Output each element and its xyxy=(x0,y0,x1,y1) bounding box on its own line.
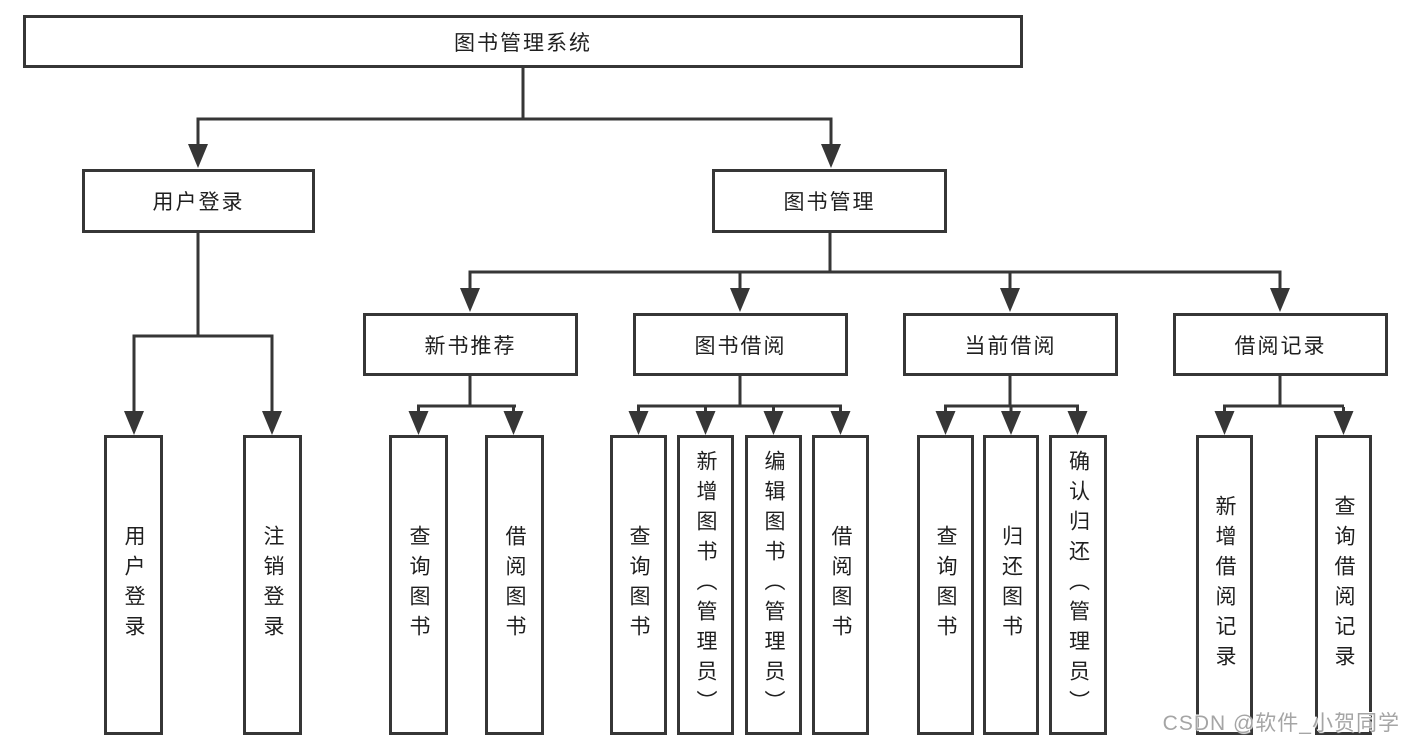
leaf-borrow-add-books: 新增图书（管理员） xyxy=(677,435,734,735)
leaf-borrow-query-books: 查询图书 xyxy=(610,435,667,735)
leaf-records-query-record: 查询借阅记录 xyxy=(1315,435,1372,735)
leaf-records-add-record: 新增借阅记录 xyxy=(1196,435,1253,735)
leaf-current-query-books: 查询图书 xyxy=(917,435,974,735)
connector-arrowheads xyxy=(124,144,1354,435)
node-current-borrow: 当前借阅 xyxy=(903,313,1118,376)
node-borrow-records: 借阅记录 xyxy=(1173,313,1388,376)
leaf-borrow-borrow-books: 借阅图书 xyxy=(812,435,869,735)
leaf-recommend-borrow-books: 借阅图书 xyxy=(485,435,544,735)
node-root: 图书管理系统 xyxy=(23,15,1023,68)
leaf-user-login: 用户登录 xyxy=(104,435,163,735)
node-book-borrow: 图书借阅 xyxy=(633,313,848,376)
node-new-book-recommend: 新书推荐 xyxy=(363,313,578,376)
leaf-logout: 注销登录 xyxy=(243,435,302,735)
leaf-recommend-query-books: 查询图书 xyxy=(389,435,448,735)
leaf-borrow-edit-books: 编辑图书（管理员） xyxy=(745,435,802,735)
node-user-login: 用户登录 xyxy=(82,169,315,233)
leaf-current-return-books: 归还图书 xyxy=(983,435,1039,735)
node-book-management: 图书管理 xyxy=(712,169,947,233)
leaf-current-confirm-return: 确认归还（管理员） xyxy=(1049,435,1107,735)
watermark: CSDN @软件_小贺同学 xyxy=(1162,712,1400,735)
